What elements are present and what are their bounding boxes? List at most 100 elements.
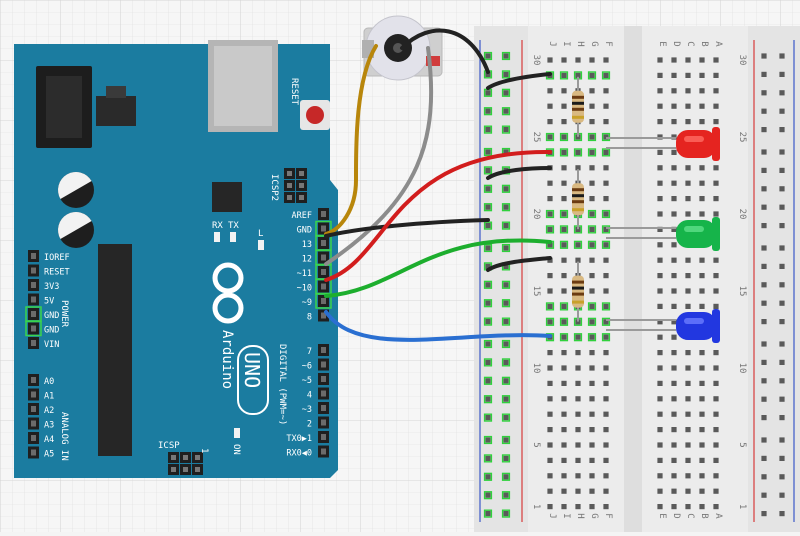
wire-green-pin10 xyxy=(324,238,552,298)
connected-hole xyxy=(587,132,597,142)
breadboard-hole xyxy=(657,149,663,155)
breadboard-hole xyxy=(589,288,595,294)
digital-bottom-pin-core xyxy=(321,390,326,397)
digital-top-pin-label: GND xyxy=(297,226,312,236)
resistor-1 xyxy=(572,76,584,137)
on-led xyxy=(234,428,240,438)
digital-top-pin-core xyxy=(321,312,326,319)
breadboard-hole xyxy=(589,396,595,402)
icsp2-label: ICSP2 xyxy=(269,174,279,201)
column-label: A xyxy=(713,41,723,47)
column-label: B xyxy=(699,513,709,518)
digital-bottom-pin-core xyxy=(321,448,326,455)
reset-button-cap[interactable] xyxy=(306,106,324,124)
breadboard-hole xyxy=(685,396,691,402)
connected-hole xyxy=(587,209,597,219)
analog-pin-label: A0 xyxy=(44,377,54,387)
connected-hole xyxy=(545,317,555,326)
power-pin-label: 5V xyxy=(44,297,54,307)
resistor-3 xyxy=(572,261,584,322)
breadboard-hole xyxy=(685,103,691,109)
wire-black-gnd xyxy=(324,218,490,238)
breadboard-hole xyxy=(485,341,491,347)
column-label: I xyxy=(561,41,571,46)
breadboard-hole xyxy=(685,473,691,479)
resistor-3-band xyxy=(572,286,584,290)
analog-pin-label: A5 xyxy=(44,450,54,460)
connected-hole xyxy=(501,184,511,193)
breadboard-hole xyxy=(713,119,719,125)
analog-pin-core xyxy=(31,377,36,383)
breadboard-hole xyxy=(503,90,509,96)
breadboard-hole xyxy=(657,288,663,294)
breadboard-hole xyxy=(589,119,595,125)
breadboard-hole xyxy=(561,303,567,309)
breadboard-hole xyxy=(575,319,581,325)
breadboard-hole xyxy=(761,359,767,365)
header-pin-core xyxy=(287,195,292,200)
breadboard-hole xyxy=(547,273,553,279)
red-led-rim xyxy=(712,127,720,161)
voltage-regulator xyxy=(96,96,136,126)
breadboard-hole xyxy=(657,211,663,217)
breadboard-hole xyxy=(485,90,491,96)
breadboard-hole xyxy=(657,57,663,63)
wire-blue-pin9 xyxy=(324,310,552,342)
breadboard-hole xyxy=(603,242,609,248)
breadboard-hole xyxy=(603,180,609,186)
jumper-black-2 xyxy=(486,166,552,180)
column-label: E xyxy=(657,513,667,518)
breadboard-hole xyxy=(561,180,567,186)
breadboard-hole xyxy=(685,273,691,279)
breadboard-hole xyxy=(671,288,677,294)
breadboard-hole xyxy=(761,108,767,114)
breadboard-hole xyxy=(503,359,509,365)
breadboard-hole xyxy=(761,167,767,173)
digital-bottom-pin-core xyxy=(321,405,326,411)
connected-hole xyxy=(573,240,583,249)
row-label: 5 xyxy=(737,442,747,447)
breadboard-hole xyxy=(485,378,491,384)
connected-hole xyxy=(601,333,611,342)
breadboard-hole xyxy=(575,134,581,140)
right-power-rail xyxy=(748,26,800,532)
connected-hole xyxy=(559,148,569,157)
header-pin-core xyxy=(183,455,188,460)
connected-hole xyxy=(483,299,493,308)
breadboard-hole xyxy=(547,442,553,448)
breadboard-hole xyxy=(657,88,663,94)
breadboard-hole xyxy=(685,211,691,217)
power-pin-label: 3V3 xyxy=(44,282,59,292)
breadboard-hole xyxy=(603,288,609,294)
breadboard-hole xyxy=(699,411,705,417)
header-pin-core xyxy=(183,467,188,472)
rx-label: RX xyxy=(212,221,223,231)
digital-top-pin-label: 13 xyxy=(302,240,312,250)
analog-pin-core xyxy=(31,391,36,398)
breadboard-hole xyxy=(503,263,509,269)
breadboard-hole xyxy=(485,263,491,269)
breadboard-hole xyxy=(589,242,595,248)
breadboard-hole xyxy=(713,103,719,109)
breadboard-hole xyxy=(561,380,567,386)
on-label: ON xyxy=(231,444,241,455)
breadboard-hole xyxy=(485,455,491,461)
connected-hole xyxy=(483,147,493,157)
breadboard-hole xyxy=(503,300,509,306)
analog-pin-label: A2 xyxy=(44,406,54,416)
connected-hole xyxy=(483,203,493,212)
arduino-board: RESET ICSP2 TX RX L Arduino UNO ICSP 1 xyxy=(14,40,338,478)
digital-top-pin-label: 12 xyxy=(302,255,312,265)
breadboard-hole xyxy=(699,473,705,479)
digital-bottom-pin-label: 7 xyxy=(307,347,312,357)
resistor-1-band xyxy=(572,101,584,105)
breadboard-hole xyxy=(761,378,767,384)
breadboard-hole xyxy=(713,288,719,294)
breadboard-hole xyxy=(699,350,705,356)
breadboard-hole xyxy=(699,103,705,109)
breadboard-hole xyxy=(685,119,691,125)
connected-hole xyxy=(573,333,583,342)
breadboard-hole xyxy=(589,442,595,448)
